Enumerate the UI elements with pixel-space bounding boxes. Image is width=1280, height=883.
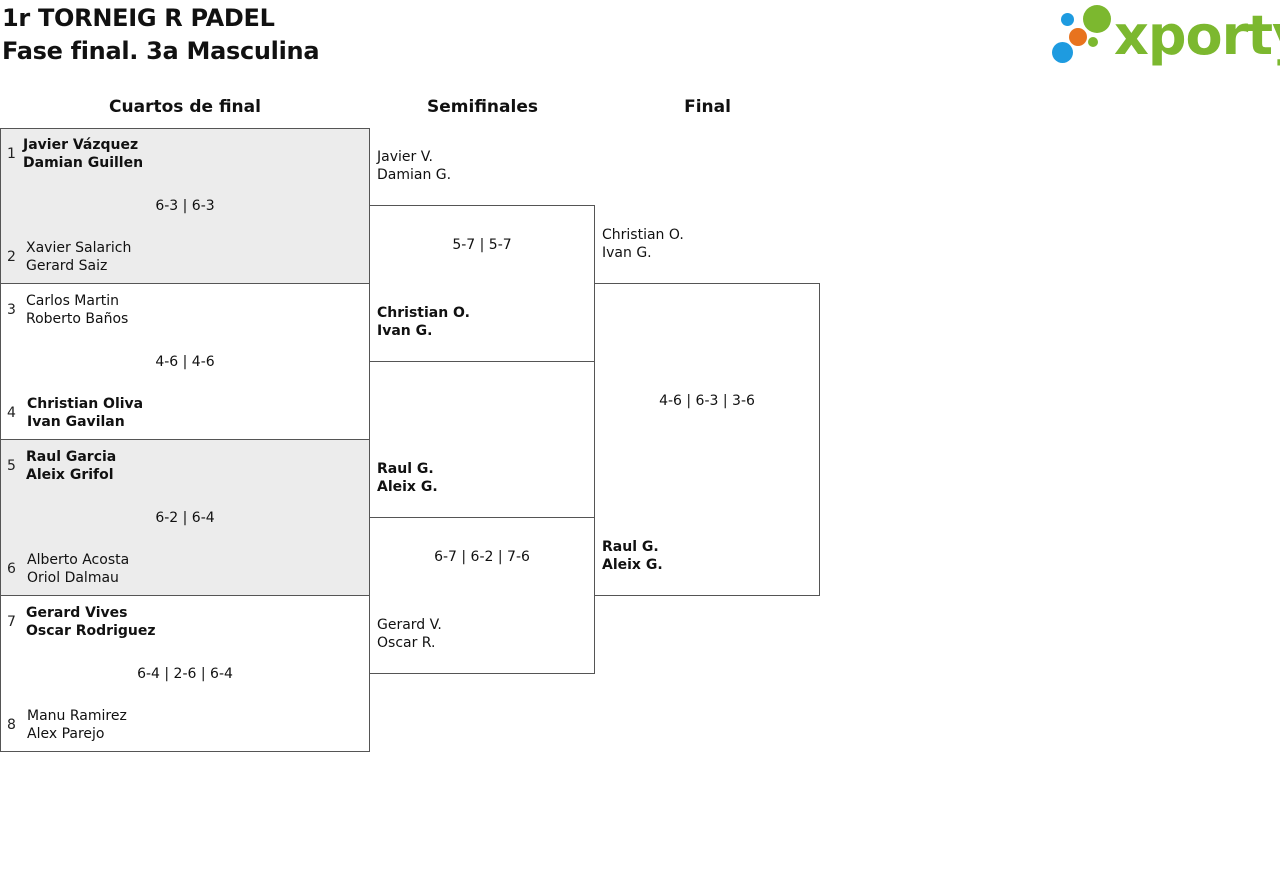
match-score: 6-3 | 6-3 xyxy=(155,198,215,214)
player-name: Gerard Vives xyxy=(26,605,128,621)
player-name: Oscar R. xyxy=(377,635,436,651)
player-name: Manu Ramirez xyxy=(27,708,127,724)
seed-number: 5 xyxy=(7,458,16,474)
player-name: Christian O. xyxy=(377,305,470,321)
player-name: Alex Parejo xyxy=(27,726,105,742)
player-name: Roberto Baños xyxy=(26,311,129,327)
final-match xyxy=(594,283,820,596)
player-name: Oscar Rodriguez xyxy=(26,623,156,639)
match-score: 6-7 | 6-2 | 7-6 xyxy=(434,549,530,565)
player-name: Javier Vázquez xyxy=(23,137,139,153)
player-name: Damian G. xyxy=(377,167,452,183)
player-name: Javier V. xyxy=(377,149,433,165)
player-name: Raul G. xyxy=(602,539,659,555)
player-name: Gerard V. xyxy=(377,617,442,633)
player-name: Alberto Acosta xyxy=(27,552,130,568)
logo-dot-icon xyxy=(1088,37,1098,47)
logo-text: xporty xyxy=(1114,4,1280,67)
player-name: Carlos Martin xyxy=(26,293,119,309)
player-name: Raul G. xyxy=(377,461,434,477)
seed-number: 1 xyxy=(7,146,16,162)
match-score: 6-2 | 6-4 xyxy=(155,510,215,526)
phase-subtitle: Fase final. 3a Masculina xyxy=(2,37,320,65)
player-name: Xavier Salarich xyxy=(26,240,132,256)
xporty-logo[interactable]: xporty xyxy=(1050,4,1280,68)
tournament-title: 1r TORNEIG R PADEL xyxy=(2,4,275,32)
player-name: Aleix G. xyxy=(377,479,438,495)
logo-dot-icon xyxy=(1061,13,1074,26)
match-score: 4-6 | 6-3 | 3-6 xyxy=(659,393,755,409)
seed-number: 2 xyxy=(7,249,16,265)
player-name: Aleix Grifol xyxy=(26,467,114,483)
logo-dot-icon xyxy=(1083,5,1111,33)
round-title-final: Final xyxy=(684,97,731,117)
logo-dot-icon xyxy=(1069,28,1087,46)
player-name: Christian Oliva xyxy=(27,396,144,412)
seed-number: 7 xyxy=(7,614,16,630)
round-title-quarterfinals: Cuartos de final xyxy=(109,97,261,117)
player-name: Damian Guillen xyxy=(23,155,144,171)
match-score: 4-6 | 4-6 xyxy=(155,354,215,370)
player-name: Ivan G. xyxy=(602,245,652,261)
player-name: Raul Garcia xyxy=(26,449,117,465)
seed-number: 8 xyxy=(7,717,16,733)
match-score: 6-4 | 2-6 | 6-4 xyxy=(137,666,233,682)
player-name: Aleix G. xyxy=(602,557,663,573)
player-name: Ivan G. xyxy=(377,323,433,339)
quarterfinal-match xyxy=(0,128,370,284)
player-name: Ivan Gavilan xyxy=(27,414,125,430)
player-name: Oriol Dalmau xyxy=(27,570,119,586)
seed-number: 6 xyxy=(7,561,16,577)
player-name: Gerard Saiz xyxy=(26,258,108,274)
round-title-semifinals: Semifinales xyxy=(427,97,538,117)
seed-number: 4 xyxy=(7,405,16,421)
player-name: Christian O. xyxy=(602,227,684,243)
match-score: 5-7 | 5-7 xyxy=(452,237,512,253)
quarterfinal-match xyxy=(0,439,370,596)
seed-number: 3 xyxy=(7,302,16,318)
logo-dot-icon xyxy=(1052,42,1073,63)
